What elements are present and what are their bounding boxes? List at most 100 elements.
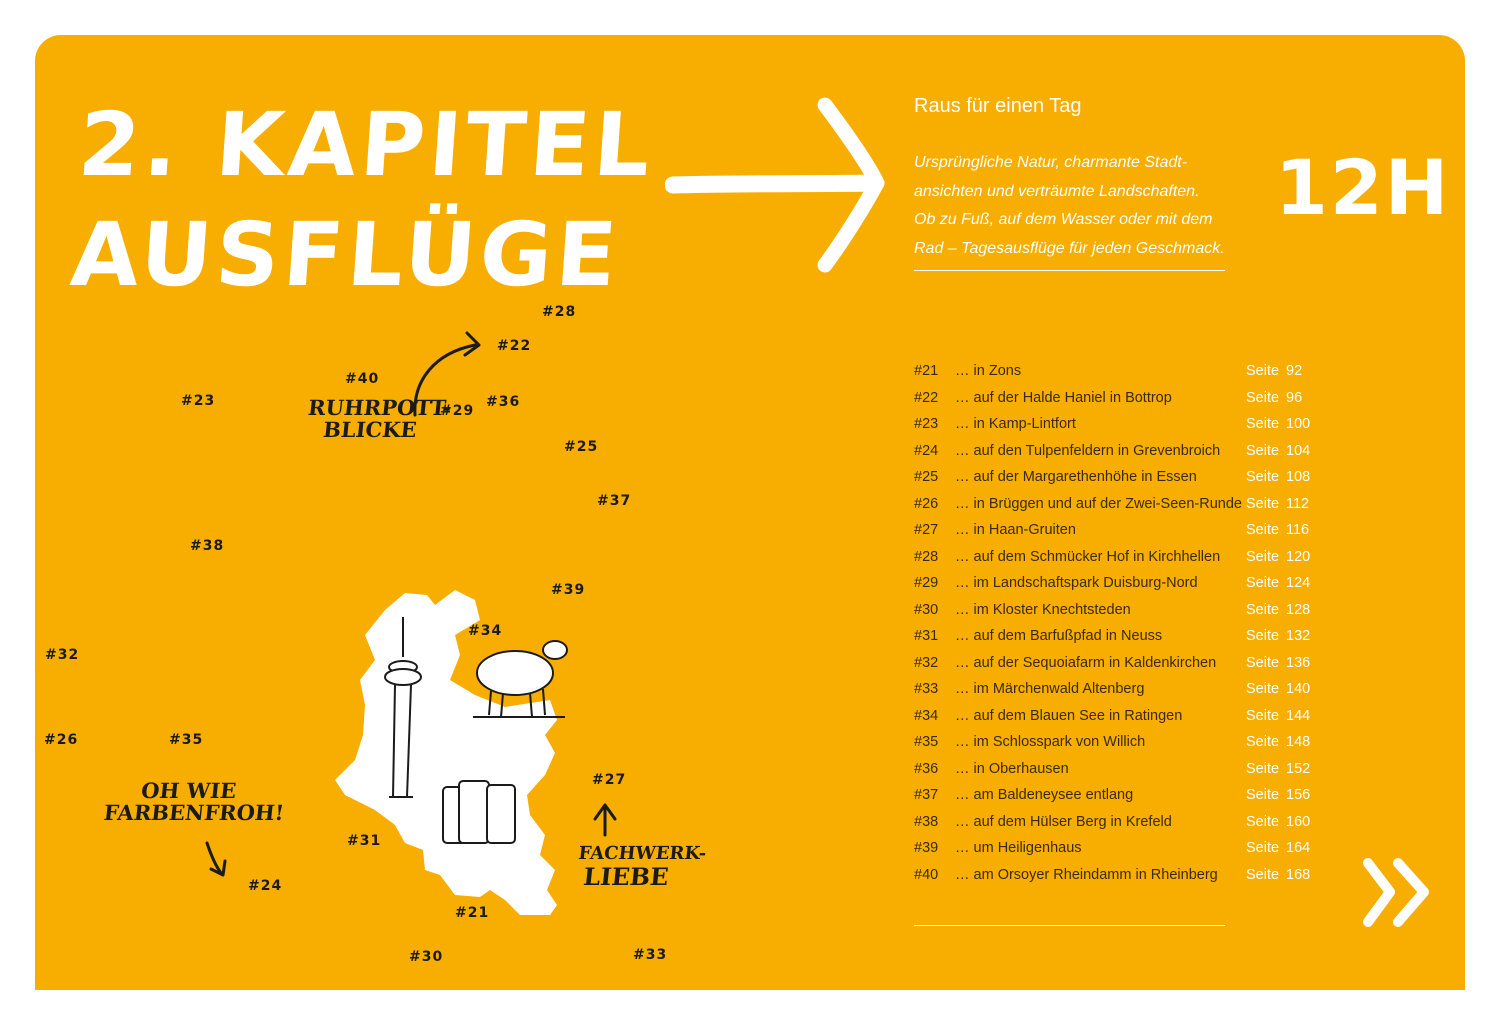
toc-title: … auf der Halde Haniel in Bottrop xyxy=(955,389,1172,406)
toc-number: #27 xyxy=(914,522,939,539)
map-marker-25: #25 xyxy=(564,439,599,455)
map-marker-29: #29 xyxy=(440,403,475,419)
toc-row[interactable]: #34 … auf dem Blauen See in Ratingen Seite… xyxy=(914,703,1334,730)
toc-seite-label: Seite xyxy=(1246,469,1280,486)
toc-number: #28 xyxy=(914,548,939,565)
sheep-icon xyxy=(473,640,568,718)
map-marker-24: #24 xyxy=(248,878,283,894)
toc-title: … auf dem Barfußpfad in Neuss xyxy=(955,628,1163,645)
toc-number: #35 xyxy=(914,734,939,751)
arrow-ruhrpott-icon xyxy=(413,343,477,417)
toc-seite-label: Seite xyxy=(1246,363,1280,380)
note-line: LIEBE xyxy=(581,861,671,891)
toc-page-number: 112 xyxy=(1286,495,1310,512)
toc-seite-label: Seite xyxy=(1246,522,1280,539)
toc-page-number: 120 xyxy=(1286,548,1311,565)
chapter-intro: Ursprüngliche Natur, charmante Stadt- an… xyxy=(914,149,1244,263)
toc-seite-label: Seite xyxy=(1246,866,1280,883)
toc-title: … in Kamp-Lintfort xyxy=(955,416,1076,433)
intro-line: Rad – Tagesausflüge für jeden Geschmack. xyxy=(914,239,1225,257)
chapter-subtitle: Raus für einen Tag xyxy=(914,95,1082,117)
toc-page-number: 104 xyxy=(1286,442,1311,459)
toc-number: #36 xyxy=(914,760,939,777)
beer-glasses-icon xyxy=(442,780,516,844)
toc-title: … auf dem Schmücker Hof in Kirchhellen xyxy=(955,548,1221,565)
toc-seite-label: Seite xyxy=(1246,681,1280,698)
toc-page-number: 152 xyxy=(1286,760,1311,777)
toc-title: … im Märchenwald Altenberg xyxy=(955,681,1145,698)
toc-seite-label: Seite xyxy=(1246,628,1280,645)
intro-line: Ursprüngliche Natur, charmante Stadt- xyxy=(914,154,1188,171)
toc-page-number: 108 xyxy=(1286,469,1311,486)
toc-row[interactable]: #32… auf der Sequoiafarm in Kaldenkirche… xyxy=(914,650,1334,677)
toc-seite-label: Seite xyxy=(1246,840,1280,857)
toc-row[interactable]: #26… in Brüggen und auf der Zwei-Seen-Ru… xyxy=(914,491,1334,518)
toc-seite-label: Seite xyxy=(1246,416,1280,433)
toc-number: #31 xyxy=(914,628,939,645)
toc-seite-label: Seite xyxy=(1246,601,1280,618)
toc-page-number: 160 xyxy=(1286,813,1311,830)
toc-title: … auf dem Hülser Berg in Krefeld xyxy=(955,813,1172,830)
toc-seite-label: Seite xyxy=(1246,442,1280,459)
toc-seite-label: Seite xyxy=(1246,707,1280,724)
toc-seite-label: Seite xyxy=(1246,495,1280,512)
toc-title: … auf der Margarethenhöhe in Essen xyxy=(955,469,1197,486)
toc-page-number: 128 xyxy=(1286,601,1311,618)
toc-title: … am Orsoyer Rheindamm in Rheinberg xyxy=(955,866,1218,883)
toc-title: … am Baldeneysee entlang xyxy=(955,787,1134,804)
toc-page-number: 116 xyxy=(1286,522,1310,539)
toc-row[interactable]: #28 … auf dem Schmücker Hof in Kirchhelle… xyxy=(914,544,1334,571)
map-marker-27: #27 xyxy=(592,772,627,788)
map-marker-26: #26 xyxy=(44,732,79,748)
toc-number: #21 xyxy=(914,363,939,380)
toc-title: … im Schlosspark von Willich xyxy=(955,734,1146,751)
toc-title: … in Zons xyxy=(955,363,1022,380)
arrow-right-icon xyxy=(665,97,885,273)
toc-seite-label: Seite xyxy=(1246,548,1280,565)
toc-number: #39 xyxy=(914,840,939,857)
intro-line: Ob zu Fuß, auf dem Wasser oder mit dem xyxy=(914,211,1213,228)
toc-page-number: 156 xyxy=(1286,787,1311,804)
double-chevron-right-icon[interactable] xyxy=(1360,855,1435,930)
toc-number: #34 xyxy=(914,707,939,724)
toc-number: #32 xyxy=(914,654,939,671)
map-marker-33: #33 xyxy=(633,947,668,963)
map-marker-21: #21 xyxy=(455,905,490,921)
map-marker-23: #23 xyxy=(181,393,216,409)
map-marker-30: #30 xyxy=(409,949,444,965)
toc-page-number: 136 xyxy=(1286,654,1311,671)
map-marker-28: #28 xyxy=(542,304,577,320)
toc-number: #24 xyxy=(914,442,939,459)
farbenfroh-note: OH WIE FARBENFROH! xyxy=(103,778,286,825)
note-line: RUHRPOTT- xyxy=(306,395,453,420)
toc-title: … im Kloster Knechtsteden xyxy=(955,601,1131,618)
map-marker-31: #31 xyxy=(347,833,382,849)
toc-page-number: 148 xyxy=(1286,734,1311,751)
toc-seite-label: Seite xyxy=(1246,654,1280,671)
map-marker-38: #38 xyxy=(190,538,225,554)
region-shape xyxy=(335,590,557,915)
toc-title: … auf dem Blauen See in Ratingen xyxy=(955,707,1183,724)
intro-line: ansichten und verträumte Landschaften. xyxy=(914,182,1200,200)
toc-title: … im Landschaftspark Duisburg-Nord xyxy=(955,575,1198,592)
toc-seite-label: Seite xyxy=(1246,389,1280,406)
map-marker-37: #37 xyxy=(597,493,632,509)
toc-title: … um Heiligenhaus xyxy=(955,840,1082,857)
toc-page-number: 140 xyxy=(1286,681,1311,698)
toc-row[interactable]: #24… auf den Tulpenfeldern in Grevenbroi… xyxy=(914,438,1334,465)
